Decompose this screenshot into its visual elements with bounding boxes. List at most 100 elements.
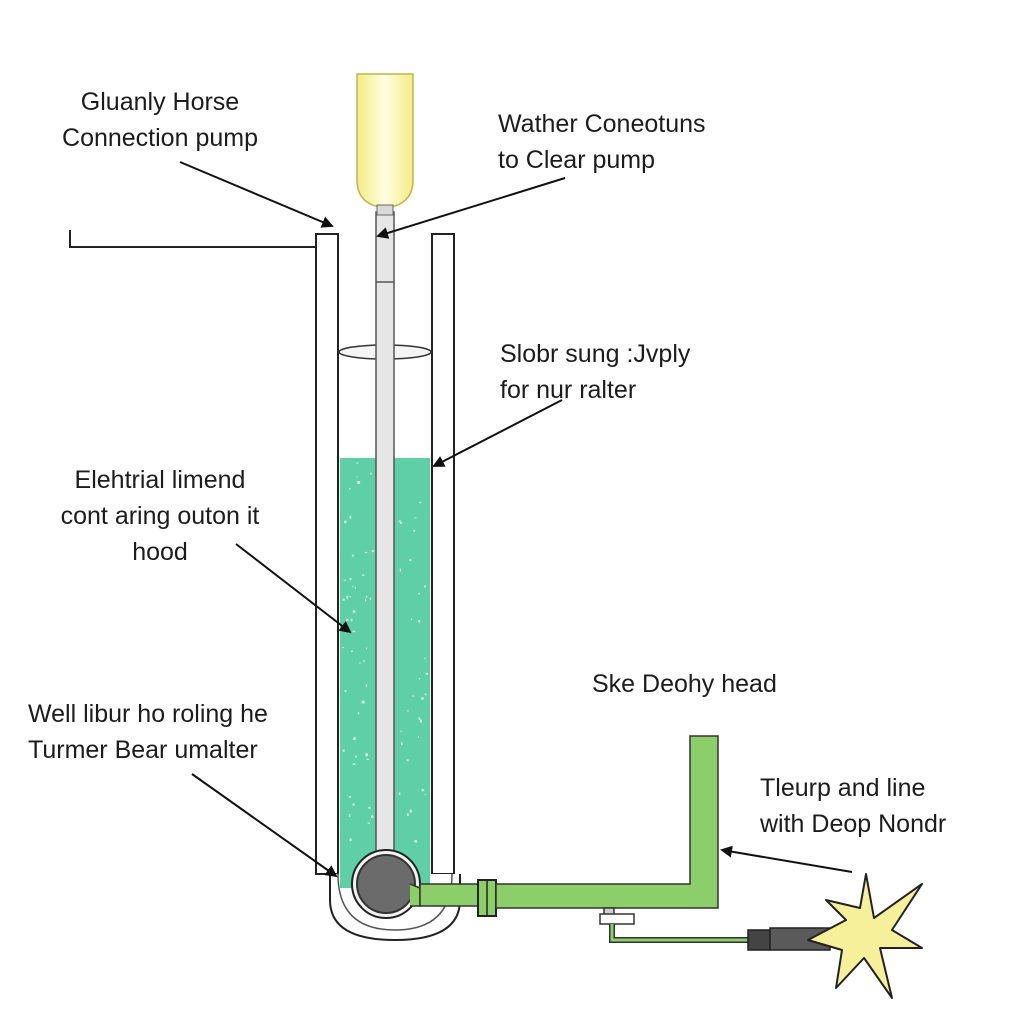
liquid-speckle xyxy=(346,618,349,621)
arrow-horse-connection xyxy=(179,161,334,228)
label-electrical-line1: Elehtrial limend xyxy=(74,466,246,494)
liquid-speckle xyxy=(369,597,372,600)
liquid-speckle xyxy=(346,595,349,599)
label-supply-line2: for nur ralter xyxy=(500,376,637,404)
liquid-speckle xyxy=(349,838,352,842)
liquid-speckle xyxy=(407,710,409,712)
liquid-speckle xyxy=(366,647,368,650)
liquid-speckle xyxy=(419,501,422,504)
liquid-speckle xyxy=(365,596,368,598)
liquid-speckle xyxy=(354,587,356,589)
liquid-speckle xyxy=(364,551,368,554)
liquid-speckle xyxy=(343,579,346,581)
liquid-speckle xyxy=(424,693,427,696)
liquid-speckle xyxy=(412,695,415,697)
liquid-speckle xyxy=(351,650,353,652)
label-water-connections-line1: Wather Coneotuns xyxy=(498,110,706,138)
liquid-speckle xyxy=(414,840,418,843)
label-electrical-line2: cont aring outon it xyxy=(60,502,260,530)
label-horse-connection-line1: Gluanly Horse xyxy=(80,88,240,116)
liquid-speckle xyxy=(349,596,351,598)
liquid-speckle xyxy=(399,522,402,524)
discharge-pipe xyxy=(409,735,719,917)
liquid-speckle xyxy=(342,749,345,752)
liquid-speckle xyxy=(399,568,402,572)
liquid-speckle xyxy=(349,488,351,490)
label-water-connections-line2: to Clear pump xyxy=(498,146,656,174)
label-horse-connection-line2: Connection pump xyxy=(62,124,258,152)
liquid-speckle xyxy=(361,574,365,576)
liquid-speckle xyxy=(356,462,359,464)
liquid-speckle xyxy=(351,554,354,557)
liquid-speckle xyxy=(352,803,355,806)
light-bulb-icon xyxy=(356,73,414,216)
liquid-speckle xyxy=(414,517,417,519)
arrow-supply xyxy=(432,399,563,467)
label-supply-line1: Slobr sung :Jvply xyxy=(500,340,691,368)
liquid-speckle xyxy=(400,730,402,733)
arrow-electrical xyxy=(235,543,352,634)
liquid-speckle xyxy=(357,711,360,715)
label-horse-connection: Gluanly Horse Connection pump xyxy=(40,84,280,156)
liquid-speckle xyxy=(359,662,361,664)
liquid-speckle xyxy=(355,755,357,758)
liquid-speckle xyxy=(424,794,426,796)
liquid-speckle xyxy=(418,620,421,623)
liquid-speckle xyxy=(352,763,356,765)
label-well-liner: Well libur ho roling he Turmer Bear umal… xyxy=(28,696,328,768)
liquid-speckle xyxy=(348,814,351,817)
liquid-speckle xyxy=(356,476,358,478)
liquid-speckle xyxy=(352,610,356,613)
liquid-speckle xyxy=(413,529,416,532)
liquid-speckle xyxy=(417,736,419,738)
liquid-speckle xyxy=(421,789,425,792)
liquid-speckle xyxy=(349,515,352,519)
liquid-speckle xyxy=(424,657,426,660)
liquid-speckle xyxy=(418,717,421,720)
pump-motor-icon xyxy=(351,849,421,919)
label-head: Ske Deohy head xyxy=(592,666,832,702)
liquid-speckle xyxy=(406,813,409,816)
liquid-speckle xyxy=(344,520,347,524)
tee-fitting xyxy=(599,907,750,943)
label-well-liner-line1: Well libur ho roling he xyxy=(28,700,268,728)
liquid-speckle xyxy=(365,684,368,687)
liquid-speckle xyxy=(371,550,375,553)
liquid-speckle xyxy=(362,660,365,662)
liquid-speckle xyxy=(418,678,421,680)
liquid-speckle xyxy=(411,618,413,620)
liquid-speckle xyxy=(342,598,345,601)
drop-pipe xyxy=(375,211,395,853)
liquid-speckle xyxy=(370,472,372,475)
liquid-speckle xyxy=(421,697,424,700)
liquid-speckle xyxy=(406,759,409,762)
surface-line xyxy=(69,230,315,248)
liquid-speckle xyxy=(398,792,401,796)
liquid-speckle xyxy=(366,758,369,761)
liquid-speckle xyxy=(342,647,344,649)
label-well-liner-line2: Turmer Bear umalter xyxy=(28,736,258,764)
liquid-speckle xyxy=(365,753,368,757)
liquid-speckle xyxy=(352,585,354,588)
liquid-speckle xyxy=(409,809,412,813)
arrow-water-connections xyxy=(376,177,566,239)
liquid-speckle xyxy=(425,672,428,675)
liquid-speckle xyxy=(353,737,356,740)
liquid-speckle xyxy=(401,742,403,746)
label-water-connections: Wather Coneotuns to Clear pump xyxy=(498,106,778,178)
liquid-speckle xyxy=(398,520,402,522)
label-tleurp-line2: with Deop Nondr xyxy=(760,810,947,838)
liquid-speckle xyxy=(352,630,356,633)
label-electrical-line3: hood xyxy=(132,538,188,566)
label-supply: Slobr sung :Jvply for nur ralter xyxy=(500,336,760,408)
liquid-speckle xyxy=(357,481,361,484)
liquid-speckle xyxy=(418,592,420,595)
liquid-speckle xyxy=(368,806,371,809)
liquid-speckle xyxy=(348,796,351,798)
label-head-line1: Ske Deohy head xyxy=(592,670,777,698)
liquid-speckle xyxy=(409,559,412,561)
liquid-speckle xyxy=(344,690,347,692)
liquid-speckle xyxy=(424,585,426,588)
label-tleurp: Tleurp and line with Deop Nondr xyxy=(760,770,1010,842)
